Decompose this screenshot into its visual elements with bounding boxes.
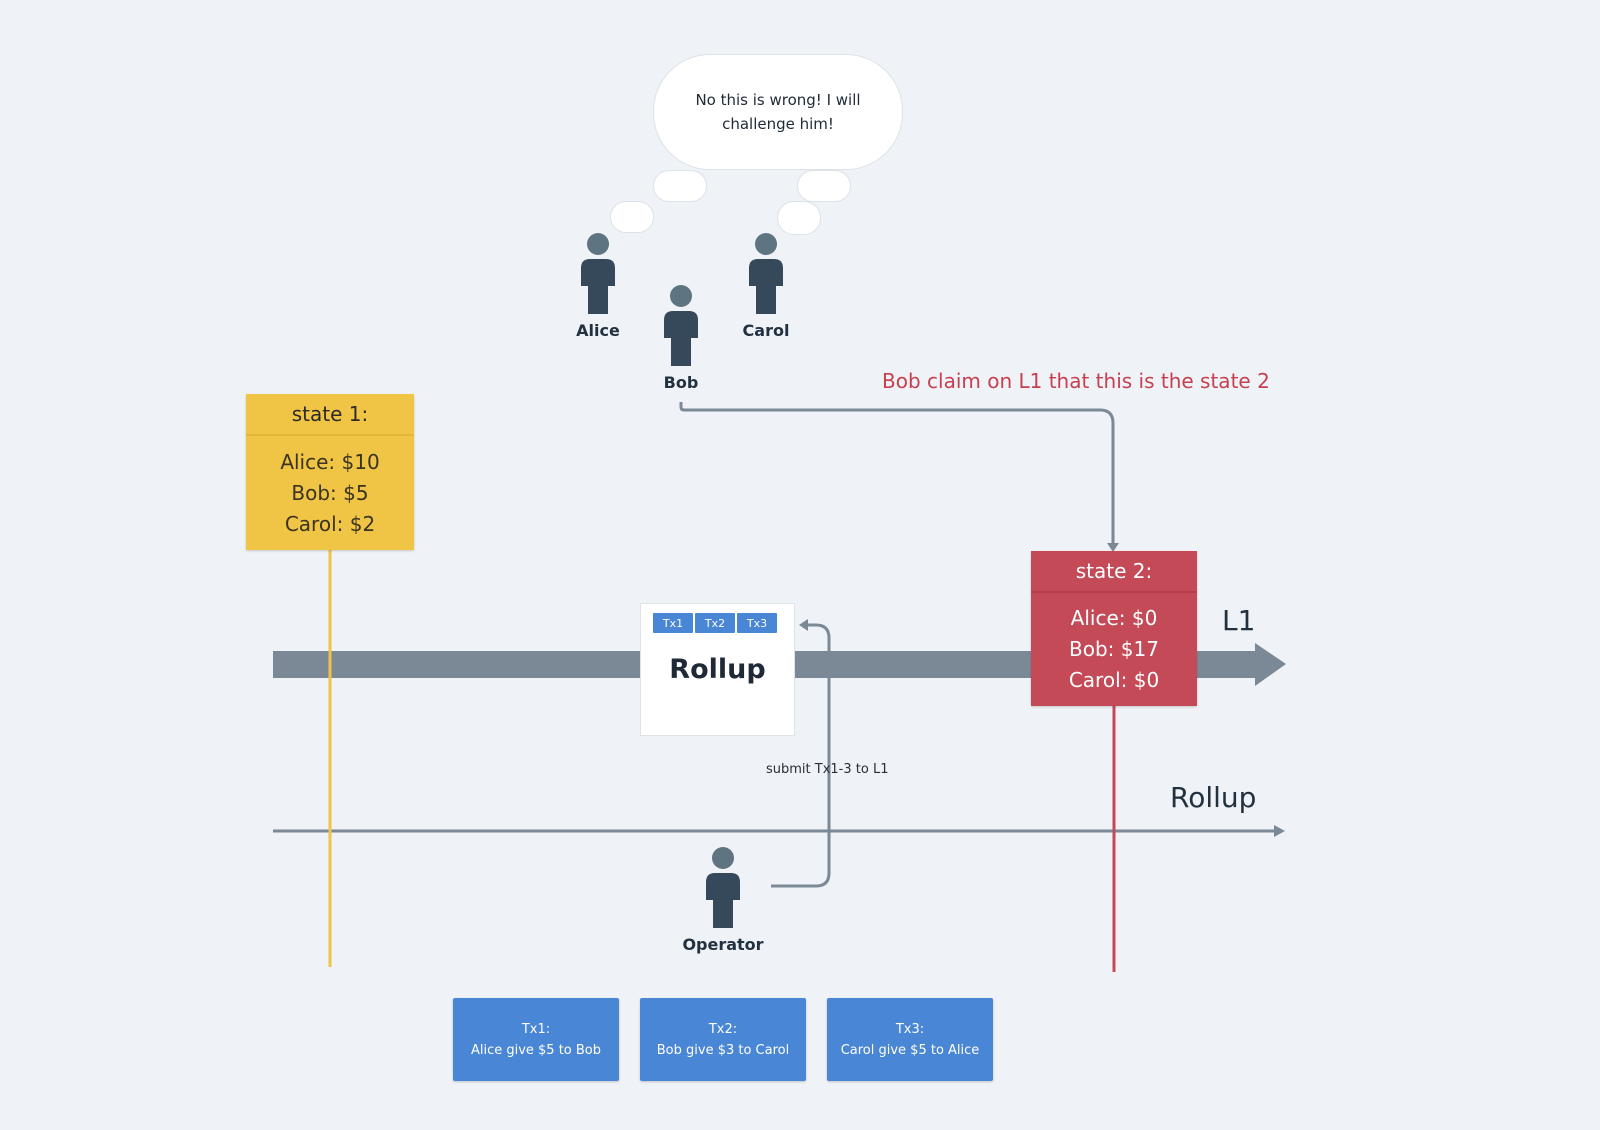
state1-line-carol: Carol: $2 (284, 511, 376, 536)
thought-puff-right-lower (777, 201, 821, 235)
rollup-axis-label: Rollup (1170, 781, 1257, 814)
state1-title: state 1: (246, 394, 414, 436)
submit-label: submit Tx1-3 to L1 (766, 762, 889, 777)
state2-line-bob: Bob: $17 (1069, 637, 1159, 661)
carol-icon (749, 233, 783, 314)
bob-claim-connector (679, 402, 1115, 545)
bob-claim-arrowhead (1107, 543, 1119, 552)
carol-label: Carol (742, 321, 790, 340)
operator-label: Operator (682, 935, 764, 954)
alice-icon (581, 233, 615, 314)
thought-cloud-text: No this is wrong! I will challenge him! (695, 91, 861, 133)
operator-icon (706, 847, 740, 928)
state1-line-alice: Alice: $10 (280, 449, 380, 474)
state2-balances: Alice: $0 Bob: $17 Carol: $0 (1031, 593, 1197, 706)
state2-line-alice: Alice: $0 (1070, 606, 1158, 630)
rollup-timeline-arrowhead (1274, 825, 1285, 837)
tx2-card: Tx2: Bob give $3 to Carol (640, 998, 806, 1081)
state1-box: state 1: Alice: $10 Bob: $5 Carol: $2 (246, 394, 414, 550)
tx1-title: Tx1: (521, 1021, 551, 1037)
bob-icon (664, 285, 698, 366)
thought-cloud: No this is wrong! I will challenge him! (653, 54, 903, 170)
state2-box: state 2: Alice: $0 Bob: $17 Carol: $0 (1031, 551, 1197, 706)
state1-line-bob: Bob: $5 (291, 480, 369, 505)
bob-claim-label: Bob claim on L1 that this is the state 2 (882, 369, 1270, 393)
alice-label: Alice (576, 321, 620, 340)
rollup-batch-tab-tx1: Tx1 (653, 613, 693, 633)
tx3-title: Tx3: (895, 1021, 925, 1037)
rollup-batch-tx-tabs: Tx1 Tx2 Tx3 (653, 613, 777, 633)
state1-balances: Alice: $10 Bob: $5 Carol: $2 (246, 436, 414, 550)
tx3-desc: Carol give $5 to Alice (840, 1042, 980, 1058)
thought-puff-left-upper (653, 170, 707, 202)
tx2-title: Tx2: (708, 1021, 738, 1037)
operator-submit-arrowhead (799, 619, 808, 631)
l1-axis-label: L1 (1222, 604, 1256, 637)
bob-label: Bob (663, 373, 699, 392)
state2-line-carol: Carol: $0 (1068, 668, 1160, 692)
thought-puff-right-upper (797, 170, 851, 202)
rollup-batch-card: Tx1 Tx2 Tx3 Rollup (640, 603, 795, 736)
rollup-batch-title: Rollup (669, 654, 766, 685)
rollup-batch-tab-tx3: Tx3 (737, 613, 777, 633)
tx1-card: Tx1: Alice give $5 to Bob (453, 998, 619, 1081)
tx1-desc: Alice give $5 to Bob (470, 1042, 602, 1058)
l1-timeline-arrowhead (1255, 643, 1286, 686)
tx2-desc: Bob give $3 to Carol (656, 1042, 790, 1058)
thought-puff-left-lower (610, 201, 654, 233)
operator-submit-connector (771, 623, 831, 888)
tx3-card: Tx3: Carol give $5 to Alice (827, 998, 993, 1081)
state2-title: state 2: (1031, 551, 1197, 593)
rollup-batch-tab-tx2: Tx2 (695, 613, 735, 633)
